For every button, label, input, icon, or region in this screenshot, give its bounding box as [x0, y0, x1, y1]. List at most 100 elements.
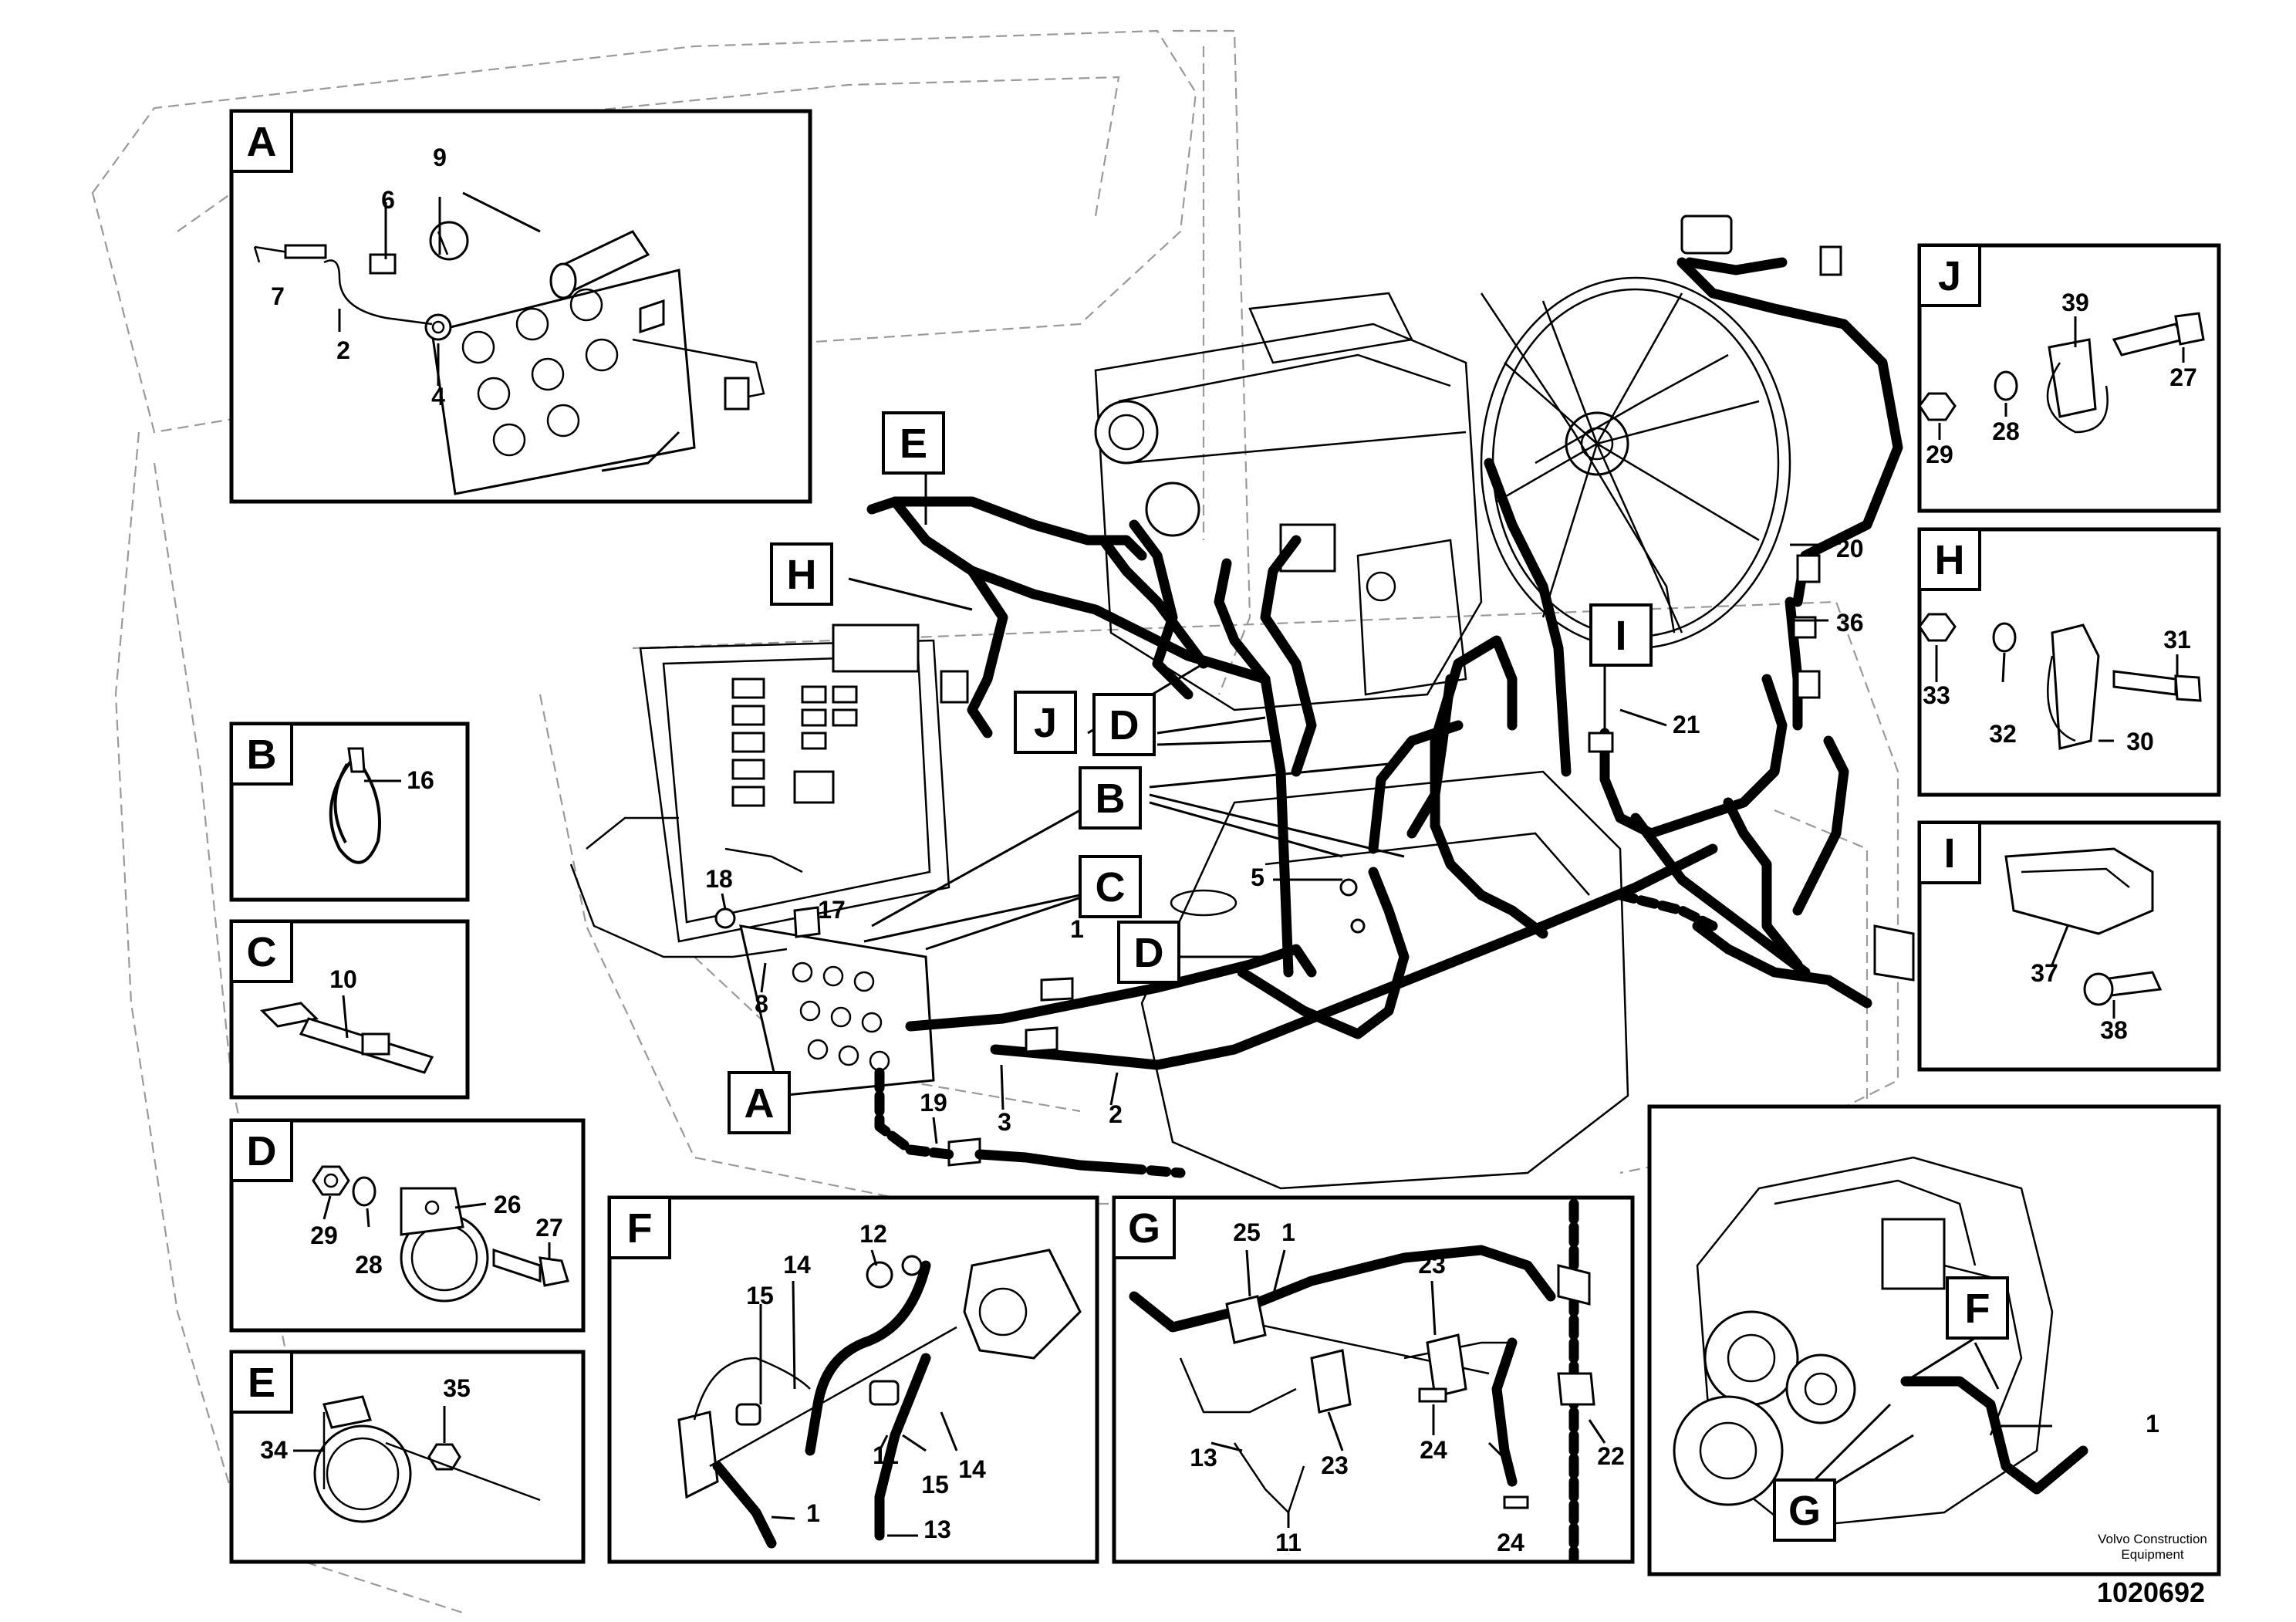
detail-f-part-12: 12 [859, 1220, 887, 1248]
connectors [569, 215, 1915, 1178]
radiator-fan [1480, 276, 1791, 650]
callout-a: A [745, 1080, 775, 1127]
detail-d-panel: D 29 28 26 27 [229, 1118, 586, 1333]
overview-callout-g: G [1788, 1488, 1821, 1534]
detail-f-part-13: 13 [923, 1516, 951, 1543]
detail-f-part-11: 11 [873, 1441, 899, 1469]
detail-g-part-13: 13 [1190, 1444, 1217, 1472]
detail-h-label: H [1935, 537, 1965, 583]
part-5-main: 5 [1251, 863, 1264, 891]
part-3-main: 3 [998, 1108, 1011, 1136]
callout-e: E [900, 421, 927, 467]
fuel-tank [1140, 770, 1629, 1190]
detail-e-panel: E 34 35 [229, 1350, 586, 1564]
detail-a-part-2: 2 [336, 336, 350, 364]
engine-overview-panel: F G 1 [1647, 1104, 2221, 1576]
detail-c-panel: C 10 [229, 919, 470, 1100]
detail-a-part-9: 9 [433, 144, 447, 171]
detail-g-part-25: 25 [1233, 1218, 1261, 1246]
detail-e-part-35: 35 [443, 1374, 471, 1402]
credit-line-2: Equipment [2121, 1547, 2184, 1562]
part-20-main: 20 [1836, 535, 1864, 563]
label-box-j [1014, 691, 1077, 754]
part-17-main: 17 [818, 896, 846, 924]
detail-f-part-15b: 15 [921, 1471, 949, 1499]
part-8-main: 8 [755, 990, 768, 1018]
detail-a-part-6: 6 [381, 186, 395, 214]
detail-j-part-29: 29 [1926, 441, 1953, 468]
callout-h: H [787, 552, 817, 598]
label-box-a [728, 1071, 791, 1134]
detail-i-label: I [1943, 830, 1955, 877]
detail-h-part-32: 32 [1989, 720, 2017, 748]
label-box-d-upper [1092, 693, 1156, 756]
detail-c-part-10: 10 [329, 965, 357, 993]
callout-j: J [1034, 700, 1057, 746]
part-1-main: 1 [1070, 915, 1084, 943]
detail-b-label: B [247, 732, 277, 778]
detail-g-label: G [1128, 1205, 1160, 1252]
detail-g-part-11: 11 [1275, 1529, 1302, 1556]
overview-callout-f: F [1965, 1286, 1990, 1332]
detail-a-label: A [247, 119, 277, 165]
detail-h-part-31: 31 [2163, 626, 2191, 654]
detail-f-part-15a: 15 [746, 1282, 774, 1309]
engine-block [1094, 292, 1483, 711]
detail-d-part-26: 26 [494, 1191, 522, 1218]
overview-part-1: 1 [2146, 1410, 2159, 1438]
detail-g-part-23a: 23 [1418, 1251, 1446, 1279]
detail-i-part-37: 37 [2031, 959, 2058, 987]
detail-f-label: F [627, 1205, 653, 1252]
detail-e-part-34: 34 [260, 1436, 288, 1464]
detail-d-part-28: 28 [355, 1251, 383, 1279]
detail-h-panel: H 33 32 31 30 [1917, 527, 2221, 797]
detail-b-panel: B 16 [229, 721, 470, 902]
bulkhead-plate [739, 924, 935, 1097]
part-2-main: 2 [1109, 1100, 1123, 1128]
label-box-i [1589, 603, 1653, 667]
detail-f-panel: F 15 14 12 11 14 15 1 13 [607, 1195, 1099, 1564]
callout-d-lower: D [1134, 930, 1164, 976]
part-19-main: 19 [920, 1089, 947, 1117]
main-part-numbers: 1 2 3 5 8 17 18 19 20 21 36 [705, 535, 1864, 1144]
main-harness-cables [866, 257, 1903, 1070]
detail-g-part-22: 22 [1597, 1442, 1625, 1470]
detail-g-part-24a: 24 [1420, 1436, 1447, 1464]
detail-a-part-4: 4 [431, 383, 445, 411]
callout-d-upper: D [1109, 702, 1140, 748]
detail-d-part-27: 27 [535, 1214, 563, 1242]
label-box-b [1079, 766, 1142, 830]
label-box-c [1079, 855, 1142, 918]
detail-g-panel: G 25 1 23 22 13 23 24 11 24 [1112, 1195, 1635, 1564]
detail-c-label: C [247, 929, 277, 975]
detail-a-part-7: 7 [271, 282, 285, 310]
detail-j-label: J [1938, 253, 1961, 299]
detail-d-label: D [247, 1128, 277, 1174]
detail-g-part-1: 1 [1281, 1218, 1295, 1246]
part-21-main: 21 [1673, 711, 1700, 738]
callout-b: B [1096, 776, 1126, 822]
callout-i: I [1615, 613, 1626, 659]
callout-c: C [1096, 864, 1126, 911]
detail-a-panel: A 9 6 7 2 4 [229, 109, 812, 504]
detail-e-label: E [248, 1360, 275, 1406]
detail-f-part-14b: 14 [958, 1455, 986, 1483]
part-36-main: 36 [1836, 609, 1864, 637]
detail-i-panel: I 37 38 [1917, 820, 2221, 1072]
label-box-e [882, 411, 945, 475]
detail-j-panel: J 39 27 28 29 [1917, 243, 2221, 513]
detail-h-part-30: 30 [2126, 728, 2154, 755]
detail-h-part-33: 33 [1923, 681, 1950, 709]
electrical-distribution-box [639, 639, 950, 943]
detail-f-part-1: 1 [806, 1499, 820, 1527]
detail-j-part-39: 39 [2061, 289, 2089, 316]
main-callout-labels: E H J D B C D A I [728, 411, 1653, 1134]
label-box-d-lower [1117, 921, 1180, 984]
detail-d-part-29: 29 [310, 1222, 338, 1249]
part-18-main: 18 [705, 865, 733, 893]
detail-g-part-23b: 23 [1321, 1451, 1349, 1479]
detail-i-part-38: 38 [2100, 1016, 2128, 1044]
label-box-h [770, 542, 833, 606]
